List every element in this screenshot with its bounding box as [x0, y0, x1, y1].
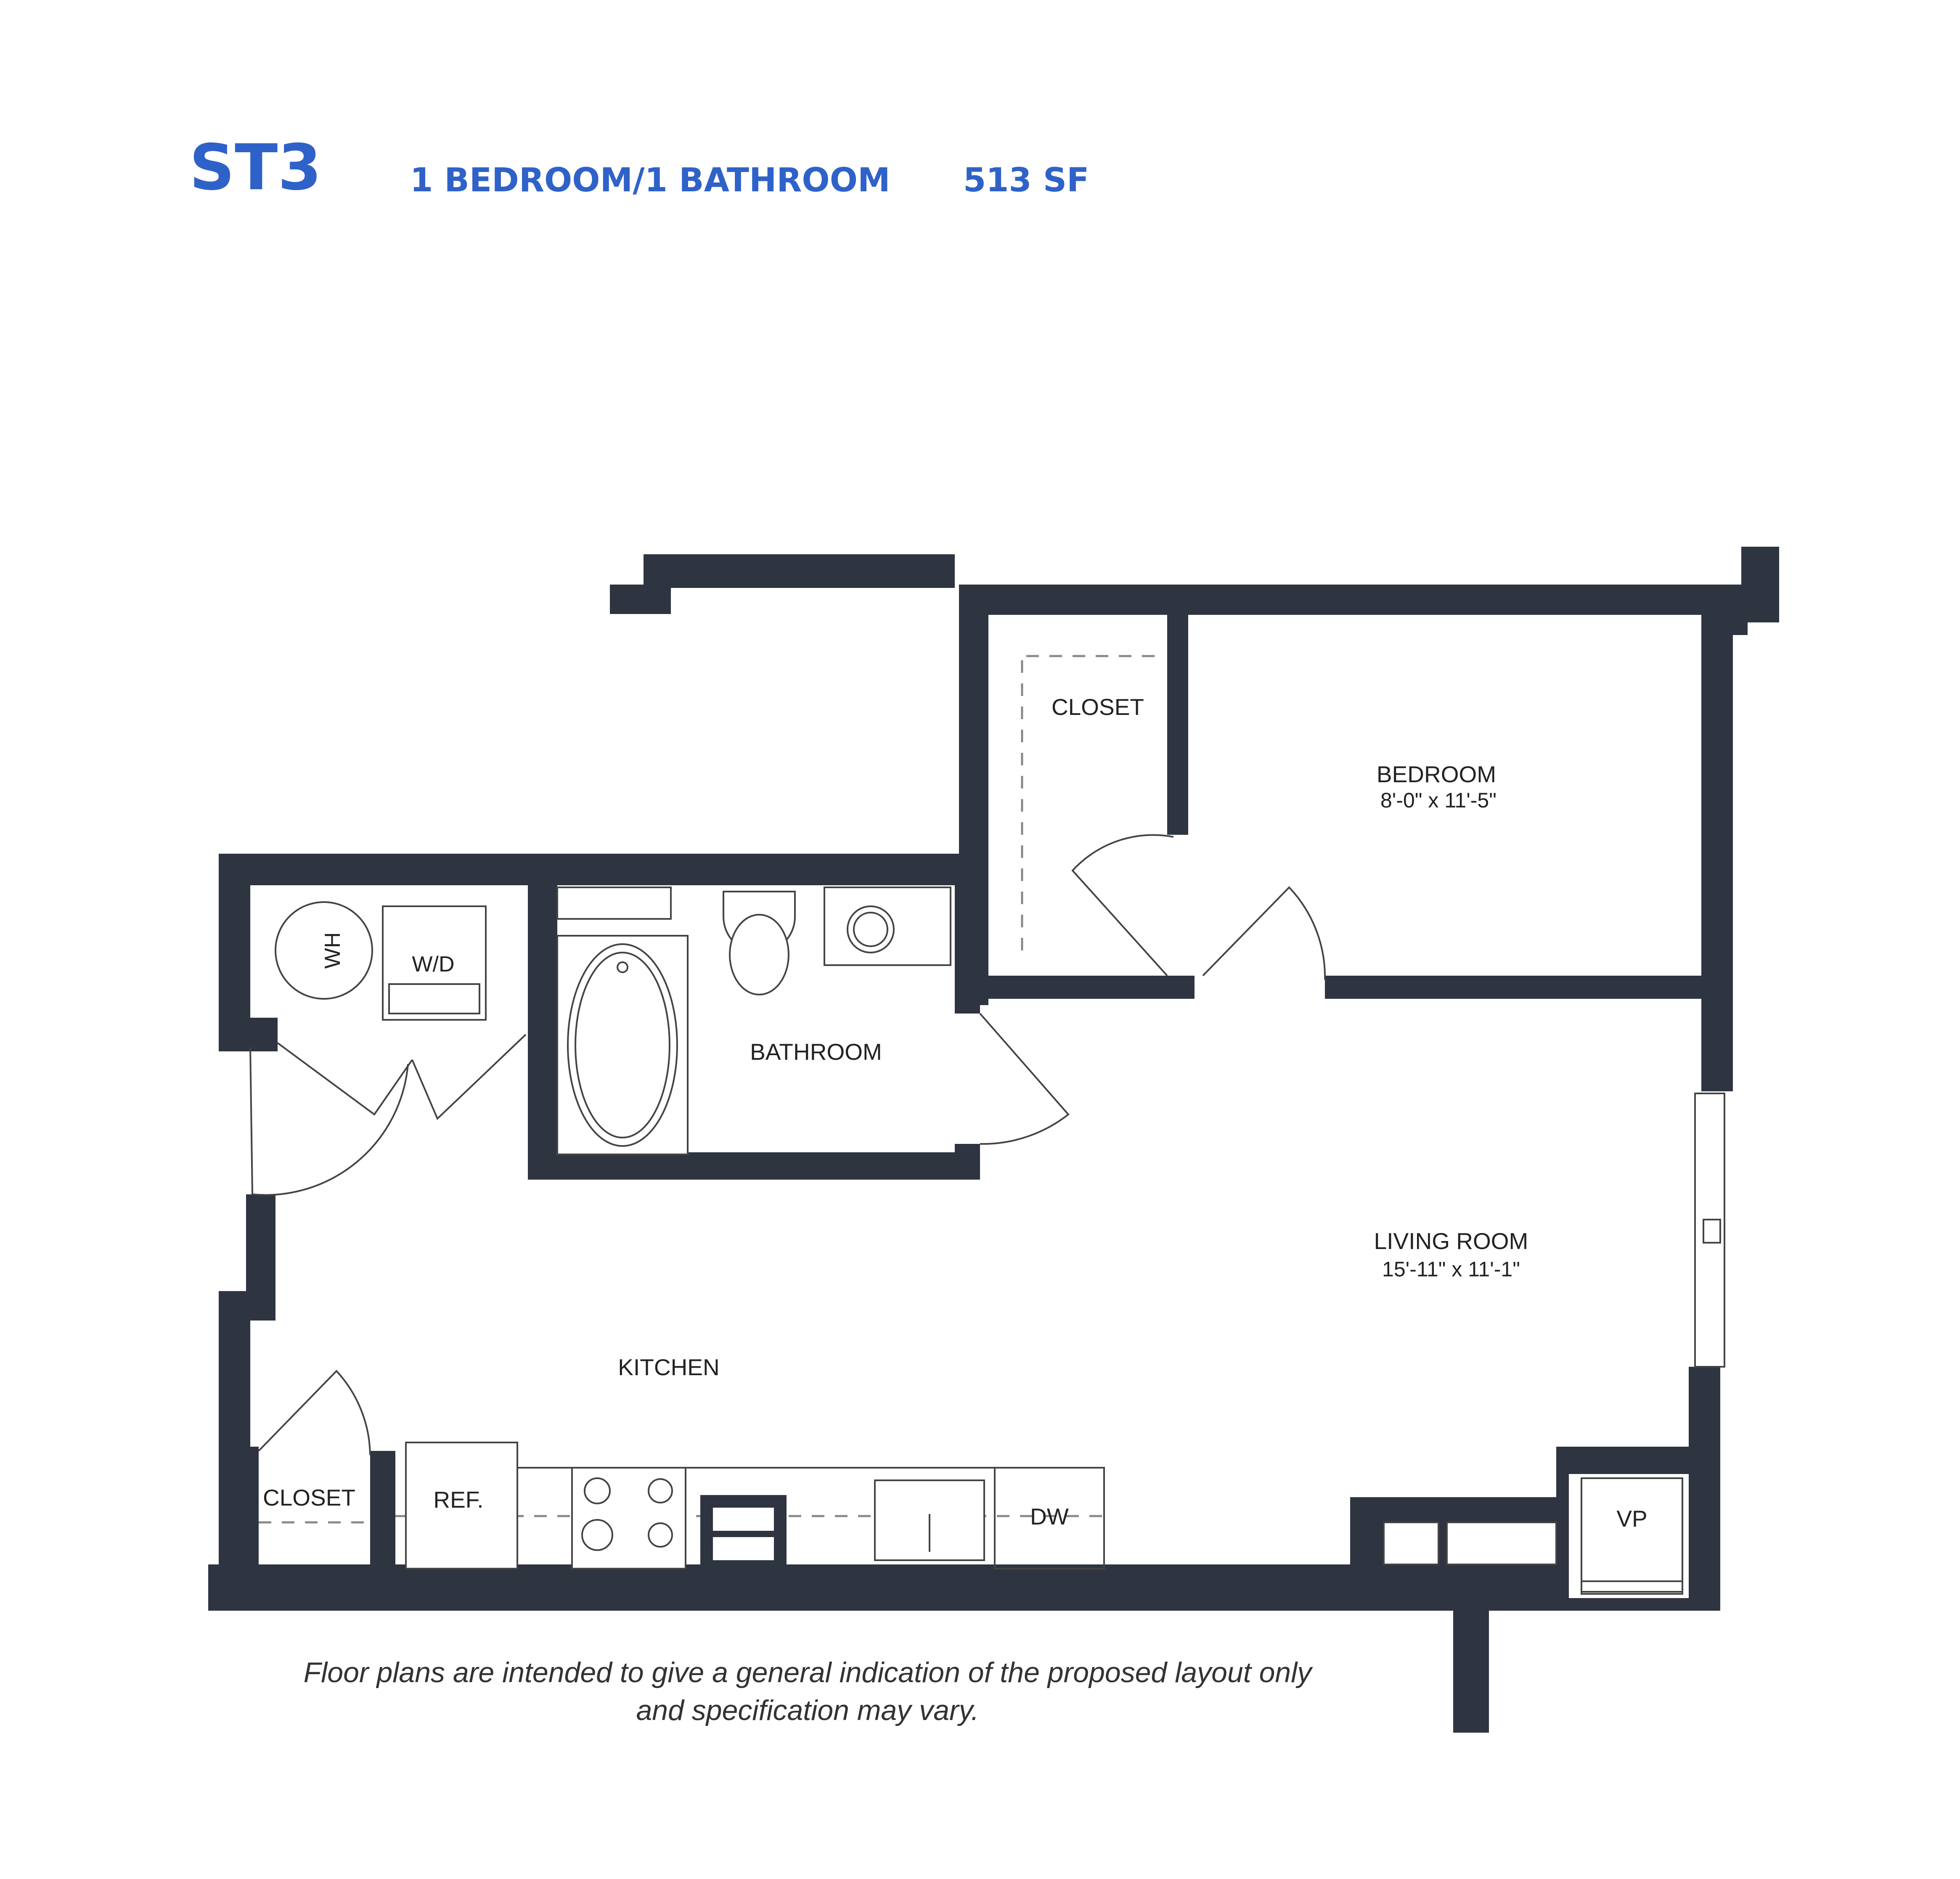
valve-panel-box [1581, 1477, 1683, 1593]
unit-code: ST3 [189, 131, 322, 204]
laundry-bifold-left [277, 1042, 413, 1116]
builtin-cabinet-a [1383, 1522, 1439, 1565]
room-labels: CLOSET BEDROOM 8'-0" x 11'-5" BATHROOM L… [263, 694, 1647, 1532]
wall-top-right-jog [1741, 547, 1779, 622]
wall-bedroom-bottom-right [1325, 976, 1703, 999]
laundry-bifold-right [411, 1034, 527, 1120]
toilet-bowl [729, 914, 789, 995]
window-latch [1703, 1219, 1721, 1244]
builtin-cabinet-b [1446, 1522, 1557, 1565]
wall-right-lower [1689, 1367, 1720, 1602]
walls [208, 547, 1779, 1733]
wall-laundry-top [219, 854, 972, 885]
bathroom-label: BATHROOM [750, 1039, 882, 1065]
living-room-size: 15'-11" x 11'-1" [1382, 1257, 1520, 1281]
closet-kitchen-label: CLOSET [263, 1485, 355, 1511]
disclaimer-line-1: Floor plans are intended to give a gener… [304, 1657, 1314, 1688]
washer-dryer-panel [388, 983, 480, 1014]
bedroom-size: 8'-0" x 11'-5" [1380, 789, 1496, 812]
plan-header: ST3 1 BEDROOM/1 BATHROOM 513 SF [189, 131, 1089, 204]
valve-panel-base [1581, 1580, 1683, 1595]
burner-3 [581, 1519, 613, 1551]
disclaimer: Floor plans are intended to give a gener… [304, 1657, 1314, 1726]
fixtures: WH W/D [249, 655, 1683, 1595]
wall-left-lower [219, 1194, 275, 1590]
bathtub-basin-inner [575, 952, 670, 1138]
wall-laundry-bath [528, 875, 557, 1178]
refrigerator-label: REF. [433, 1487, 483, 1513]
washer-dryer-label: W/D [412, 952, 454, 977]
closet-bedroom-label: CLOSET [1052, 694, 1144, 720]
wall-kcloset-left [244, 1447, 259, 1573]
burner-1 [584, 1477, 611, 1504]
bath-sink-inner [853, 912, 888, 947]
wall-ledge [1350, 1497, 1565, 1522]
burner-2 [648, 1478, 673, 1503]
wall-laundry-jamb [219, 1018, 278, 1051]
wall-ledge-post [1350, 1497, 1377, 1581]
wall-top-left-fragment [610, 554, 955, 614]
refrigerator [405, 1442, 518, 1569]
bath-sink [847, 905, 895, 953]
closet-door-swing [1071, 834, 1174, 977]
entry-door-swing [249, 1047, 409, 1196]
wall-bedroom-bottom-left [980, 976, 1195, 999]
water-heater-label: WH [320, 932, 345, 969]
valve-panel-label: VP [1616, 1506, 1647, 1532]
wall-kcloset-right [370, 1451, 395, 1573]
wall-left-laundry [219, 854, 250, 1047]
unit-area: 513 SF [963, 161, 1089, 199]
water-heater [275, 901, 373, 1000]
wall-right-upper [1701, 612, 1733, 1091]
living-room-label: LIVING ROOM [1374, 1228, 1528, 1254]
wall-bath-bottom [528, 1152, 976, 1180]
bathtub-drain [617, 961, 628, 973]
wall-bath-right [955, 875, 980, 1014]
bathroom-door-swing [979, 1013, 1070, 1145]
wall-bath-jamb [955, 1144, 980, 1180]
kitchen-label: KITCHEN [618, 1354, 719, 1380]
pantry-shelf-2 [713, 1537, 774, 1560]
unit-type: 1 BEDROOM/1 BATHROOM [410, 161, 890, 199]
burner-4 [648, 1522, 673, 1548]
wall-top [959, 585, 1745, 615]
wall-vp-top [1556, 1447, 1691, 1474]
dishwasher-label: DW [1030, 1503, 1069, 1530]
pantry-shelf-1 [713, 1508, 774, 1531]
bedroom-label: BEDROOM [1377, 761, 1496, 787]
bath-shelf [556, 887, 672, 920]
bedroom-door-swing [1202, 886, 1326, 980]
wall-bottom [208, 1451, 1720, 1733]
disclaimer-line-2: and specification may vary. [636, 1694, 979, 1726]
bathtub [556, 935, 689, 1155]
washer-dryer [382, 905, 487, 1021]
wall-closet-bedroom [1167, 612, 1188, 835]
range [571, 1467, 686, 1569]
kitchen-closet-door [258, 1370, 371, 1456]
bathtub-basin [567, 943, 678, 1147]
dishwasher [994, 1467, 1105, 1569]
